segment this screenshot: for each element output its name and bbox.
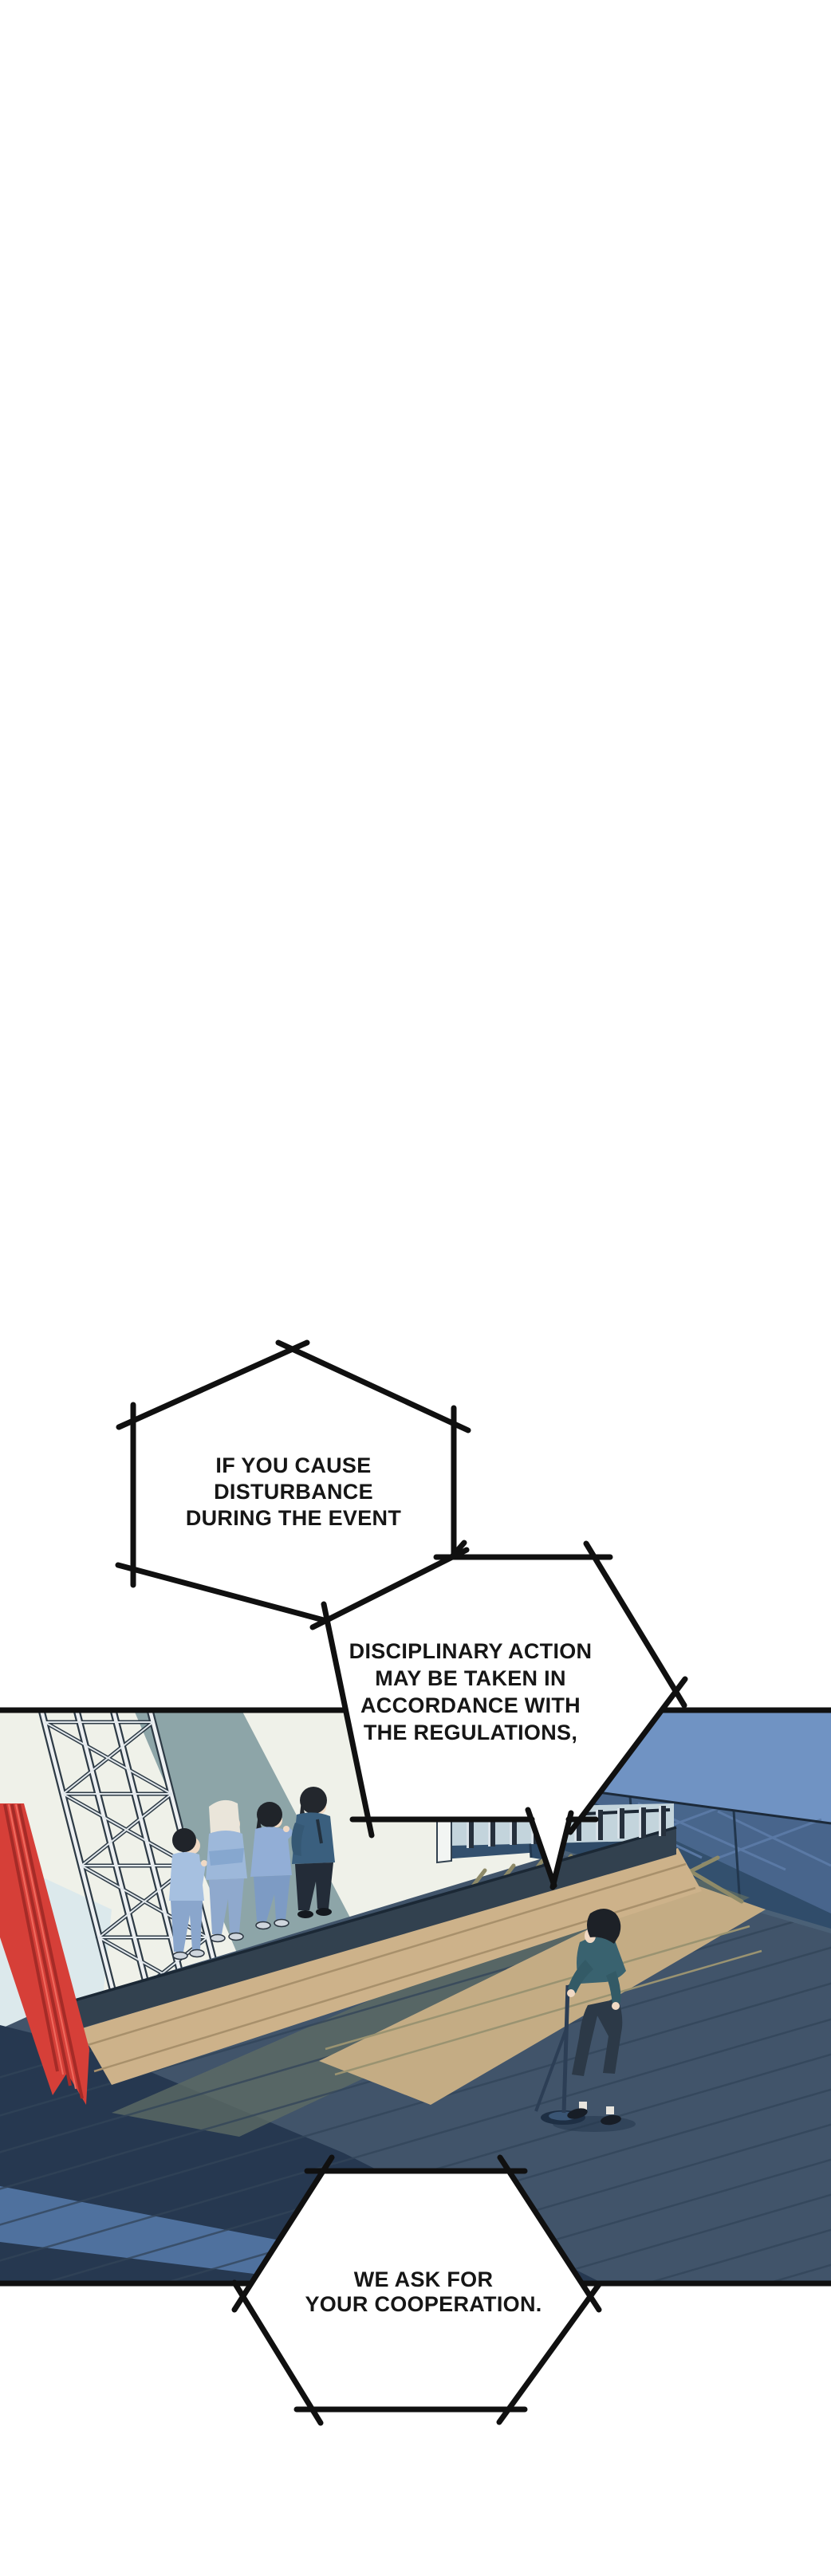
performer xyxy=(534,1909,636,2132)
bubble2-line2: MAY BE TAKEN IN xyxy=(375,1666,566,1690)
staff-group xyxy=(169,1787,335,1961)
speech-bubble-1-text: IF YOU CAUSE DISTURBANCE DURING THE EVEN… xyxy=(136,1453,451,1532)
red-curtain xyxy=(0,1803,89,2105)
bubble2-line1: DISCIPLINARY ACTION xyxy=(349,1639,593,1663)
speech-bubble-2 xyxy=(309,1540,688,1890)
staff-member-4 xyxy=(291,1787,335,1918)
bubble3-line2: YOUR COOPERATION. xyxy=(305,2292,542,2316)
bubble2-line3: ACCORDANCE WITH xyxy=(360,1693,581,1717)
floor-lit-patch xyxy=(319,1882,766,2105)
staff-member-1 xyxy=(169,1828,207,1961)
bubble1-line3: DURING THE EVENT xyxy=(185,1506,402,1530)
bubble2-line4: THE REGULATIONS, xyxy=(363,1721,578,1744)
speech-bubble-2-text: DISCIPLINARY ACTION MAY BE TAKEN IN ACCO… xyxy=(319,1638,622,1746)
sky xyxy=(585,1710,831,1823)
mic-stand xyxy=(534,1969,600,2125)
speech-bubble-3 xyxy=(231,2154,603,2426)
speech-bubble-1 xyxy=(115,1339,471,1651)
speech-bubble-3-text: WE ASK FOR YOUR COOPERATION. xyxy=(264,2267,583,2317)
bubble3-line1: WE ASK FOR xyxy=(353,2267,494,2291)
bubble1-line2: DISTURBANCE xyxy=(214,1480,373,1504)
bubble1-line1: IF YOU CAUSE xyxy=(215,1453,372,1477)
staff-member-3 xyxy=(250,1802,294,1930)
staff-member-2 xyxy=(206,1799,247,1943)
